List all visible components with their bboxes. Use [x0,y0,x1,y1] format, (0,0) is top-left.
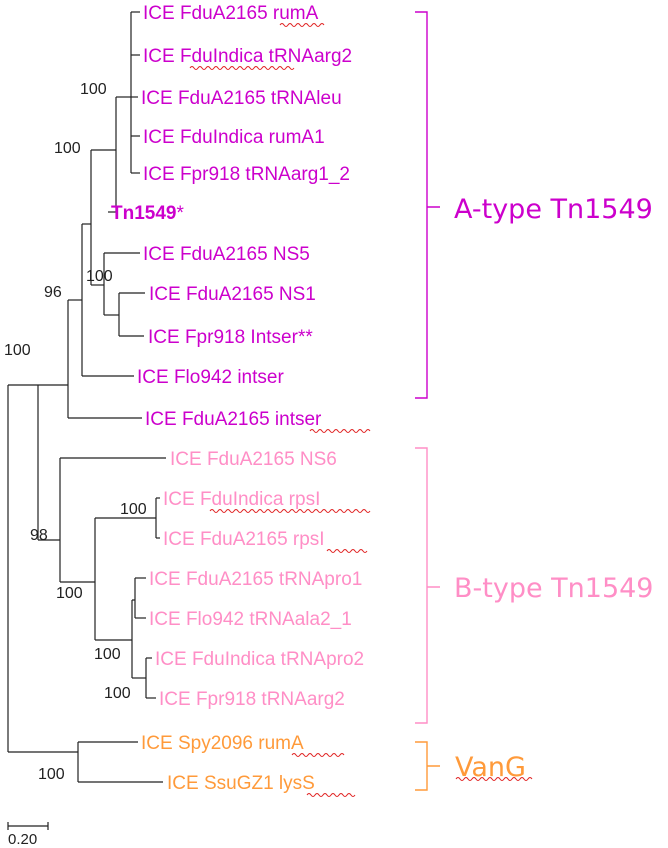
spellcheck-underline [209,509,371,513]
bootstrap-label: 100 [4,342,31,359]
leaf-label: ICE FduIndica rumA1 [143,127,325,148]
bootstrap-label: 100 [104,685,131,702]
tn1549-name: Tn1549 [111,203,176,224]
bootstrap-label: 100 [38,766,65,783]
spellcheck-underlines [189,23,533,797]
leaf-label: ICE FduA2165 NS1 [149,284,316,305]
leaf-label: ICE FduIndica tRNApro2 [155,649,364,670]
branch-trna-upper-node [132,578,136,618]
clade-label: A-type Tn1549 [454,194,653,225]
tree-branches [7,11,166,783]
clade-vang: VanG [415,741,526,791]
bootstrap-label: 100 [94,646,121,663]
leaf-label: ICE FduA2165 NS5 [143,244,310,265]
spellcheck-underline [291,753,345,757]
leaf-label: ICE FduIndica rpsI [163,489,320,510]
bootstrap-values: 100 100 100 96 100 98 100 100 100 100 10… [4,81,147,783]
clade-label: VanG [455,752,526,783]
spellcheck-underline [455,777,533,781]
leaf-label: ICE FduA2165 NS6 [170,449,337,470]
clade-bracket [415,741,440,791]
leaf-label: ICE SsuGZ1 lysS [167,773,315,794]
spellcheck-underline [279,23,325,27]
spellcheck-underline [189,66,295,70]
leaf-label: ICE FduIndica tRNAarg2 [143,46,352,67]
scale-bar: 0.20 [7,822,49,848]
clade-bracket [415,11,440,399]
leaf-label: ICE Flo942 intser [137,367,284,388]
clade-a-type: A-type Tn1549 [415,11,653,399]
bootstrap-label: 100 [56,585,83,602]
bootstrap-label: 100 [54,140,81,157]
leaf-label: ICE Spy2096 rumA [141,733,304,754]
leaf-label-tn1549: Tn1549* [111,203,184,224]
spellcheck-underline [306,793,356,797]
bootstrap-label: 100 [120,501,147,518]
leaf-label: ICE FduA2165 tRNAleu [141,88,342,109]
leaf-label: ICE FduA2165 rumA [143,3,319,24]
bootstrap-label: 98 [30,527,48,544]
leaf-label: ICE Fpr918 Intser** [148,327,313,348]
scale-bar-label: 0.20 [8,831,37,848]
bootstrap-label: 100 [86,268,113,285]
leaf-label: ICE Fpr918 tRNAarg1_2 [143,164,350,185]
leaf-label: ICE FduA2165 rpsI [163,529,325,550]
spellcheck-underline [309,429,371,433]
leaf-label: ICE FduA2165 intser [145,409,322,430]
scale-bar-line [7,822,49,830]
leaf-label: ICE FduA2165 tRNApro1 [149,569,362,590]
tn1549-mark: * [176,203,184,224]
leaf-label: ICE Flo942 tRNAala2_1 [149,609,352,630]
spellcheck-underline [326,549,368,553]
bootstrap-label: 100 [80,81,107,98]
bootstrap-label: 96 [44,284,62,301]
clade-b-type: B-type Tn1549 [415,447,653,724]
leaf-label: ICE Fpr918 tRNAarg2 [159,689,345,710]
clade-bracket [415,447,440,724]
clade-label: B-type Tn1549 [454,573,653,604]
leaf-labels: ICE FduA2165 rumA ICE FduIndica tRNAarg2… [111,3,364,794]
